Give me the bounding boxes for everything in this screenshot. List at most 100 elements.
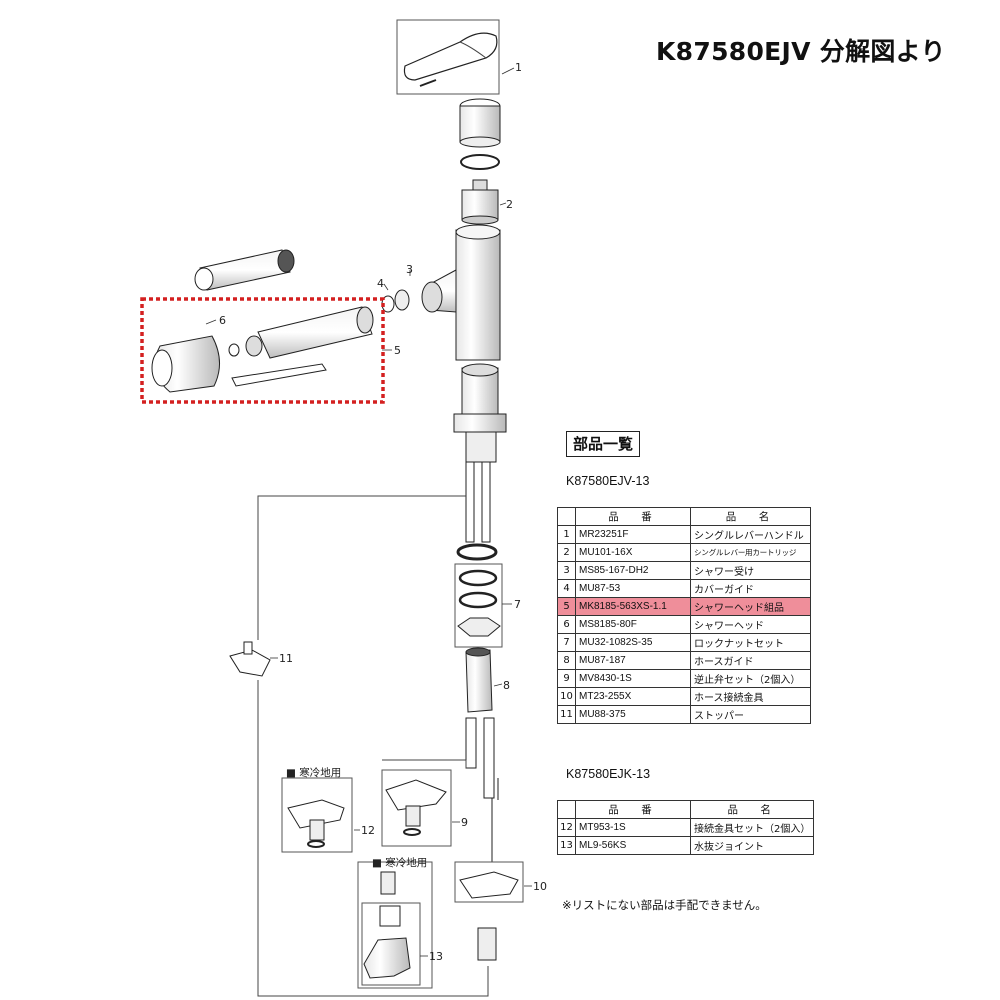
row-code: MS85-167-DH2 — [575, 561, 691, 580]
footnote: ※リストにない部品は手配できません。 — [562, 898, 767, 912]
hose-lines — [465, 717, 499, 862]
table-row: 3 MS85-167-DH2 シャワー受け — [557, 561, 811, 580]
callout-10: 10 — [533, 880, 547, 893]
row-no: 6 — [557, 615, 576, 634]
table-header-row: 品 番 品 名 — [557, 800, 815, 819]
row-code: MU101-16X — [575, 543, 691, 562]
table-row: 10 MT23-255X ホース接続金具 — [557, 687, 811, 706]
hose-path-outline-lower — [257, 680, 489, 997]
table-row: 4 MU87-53 カバーガイド — [557, 579, 811, 598]
cold-area-note-1: ■ 寒冷地用 — [286, 766, 341, 779]
row-no: 2 — [557, 543, 576, 562]
header-no-cell — [557, 507, 576, 526]
row-code: MS8185-80F — [575, 615, 691, 634]
header-part-name: 品 名 — [690, 507, 811, 526]
row-no: 13 — [557, 836, 576, 855]
row-no: 1 — [557, 525, 576, 544]
row-name: シャワーヘッド組品 — [690, 597, 811, 616]
row-name: シングルレバー用カートリッジ — [690, 543, 811, 562]
row-code: MU87-53 — [575, 579, 691, 598]
part-1-handle — [396, 19, 515, 95]
table-row: 8 MU87-187 ホースガイド — [557, 651, 811, 670]
callout-4: 4 — [377, 277, 384, 290]
model-label-ejv: K87580EJV-13 — [566, 474, 650, 488]
table-row: 9 MV8430-1S 逆止弁セット（2個入） — [557, 669, 811, 688]
callout-1: 1 — [515, 61, 522, 74]
part-11-stopper — [229, 641, 278, 677]
row-name: カバーガイド — [690, 579, 811, 598]
table-row: 2 MU101-16X シングルレバー用カートリッジ — [557, 543, 811, 562]
table-row-highlighted: 5 MK8185-563XS-1.1 シャワーヘッド組品 — [557, 597, 811, 616]
table-header-row: 品 番 品 名 — [557, 507, 811, 526]
callout-7: 7 — [514, 598, 521, 611]
callout-13: 13 — [429, 950, 443, 963]
row-no: 5 — [557, 597, 576, 616]
part-8-hose-guide — [465, 647, 503, 713]
row-code: MU88-375 — [575, 705, 691, 724]
row-code: MT23-255X — [575, 687, 691, 706]
callout-5: 5 — [394, 344, 401, 357]
row-name: 水抜ジョイント — [689, 836, 815, 855]
row-name: ストッパー — [690, 705, 811, 724]
row-code: MT953-1S — [575, 818, 691, 837]
callout-12: 12 — [361, 824, 375, 837]
parts-table-ejv: 品 番 品 名 1 MR23251F シングルレバーハンドル 2 MU101-1… — [557, 507, 811, 724]
cartridge-cap — [459, 98, 501, 170]
row-name: ホースガイド — [690, 651, 811, 670]
hose-path-outline — [257, 495, 466, 640]
row-name: 逆止弁セット（2個入） — [690, 669, 811, 688]
row-code: MV8430-1S — [575, 669, 691, 688]
row-code: MU32-1082S-35 — [575, 633, 691, 652]
part-7-lock-nut-set — [454, 543, 512, 648]
row-no: 3 — [557, 561, 576, 580]
callout-8: 8 — [503, 679, 510, 692]
row-no: 7 — [557, 633, 576, 652]
header-part-name: 品 名 — [689, 800, 815, 819]
callout-11: 11 — [279, 652, 293, 665]
callout-9: 9 — [461, 816, 468, 829]
row-name: ロックナットセット — [690, 633, 811, 652]
row-name: シャワー受け — [690, 561, 811, 580]
row-name: シャワーヘッド — [690, 615, 811, 634]
faucet-body — [421, 224, 501, 361]
lower-body-hoses — [453, 363, 507, 543]
part-10-hose-connector — [454, 861, 532, 961]
row-name: シングルレバーハンドル — [690, 525, 811, 544]
callout-2: 2 — [506, 198, 513, 211]
part-13-drain-joint — [357, 861, 433, 989]
table-row: 1 MR23251F シングルレバーハンドル — [557, 525, 811, 544]
header-part-no: 品 番 — [575, 507, 691, 526]
header-part-no: 品 番 — [575, 800, 691, 819]
row-name: 接続金具セット（2個入） — [689, 818, 815, 837]
table-row: 13 ML9-56KS 水抜ジョイント — [557, 836, 815, 855]
cold-area-note-2: ■ 寒冷地用 — [372, 856, 427, 869]
row-no: 4 — [557, 579, 576, 598]
callout-6: 6 — [219, 314, 226, 327]
part-2-cartridge — [461, 179, 507, 225]
row-name: ホース接続金具 — [690, 687, 811, 706]
row-code: ML9-56KS — [575, 836, 691, 855]
part-9-check-valve-set — [381, 759, 467, 847]
parts-list-heading: 部品一覧 — [566, 431, 641, 457]
row-no: 11 — [557, 705, 576, 724]
header-no-cell — [557, 800, 576, 819]
part-3-4-sleeves — [381, 270, 411, 313]
row-no: 10 — [557, 687, 576, 706]
row-no: 9 — [557, 669, 576, 688]
row-code: MU87-187 — [575, 651, 691, 670]
row-code: MK8185-563XS-1.1 — [575, 597, 691, 616]
table-row: 6 MS8185-80F シャワーヘッド — [557, 615, 811, 634]
model-label-ejk: K87580EJK-13 — [566, 767, 651, 781]
part-12-connector-set — [281, 777, 360, 853]
row-no: 12 — [557, 818, 576, 837]
row-no: 8 — [557, 651, 576, 670]
spare-hose-cylinder — [194, 249, 295, 291]
table-row: 11 MU88-375 ストッパー — [557, 705, 811, 724]
callout-3: 3 — [406, 263, 413, 276]
part-5-6-shower-head — [151, 306, 392, 393]
parts-table-ejk: 品 番 品 名 12 MT953-1S 接続金具セット（2個入） 13 ML9-… — [557, 800, 815, 855]
page-title: K87580EJV 分解図より — [656, 37, 946, 66]
row-code: MR23251F — [575, 525, 691, 544]
table-row: 7 MU32-1082S-35 ロックナットセット — [557, 633, 811, 652]
